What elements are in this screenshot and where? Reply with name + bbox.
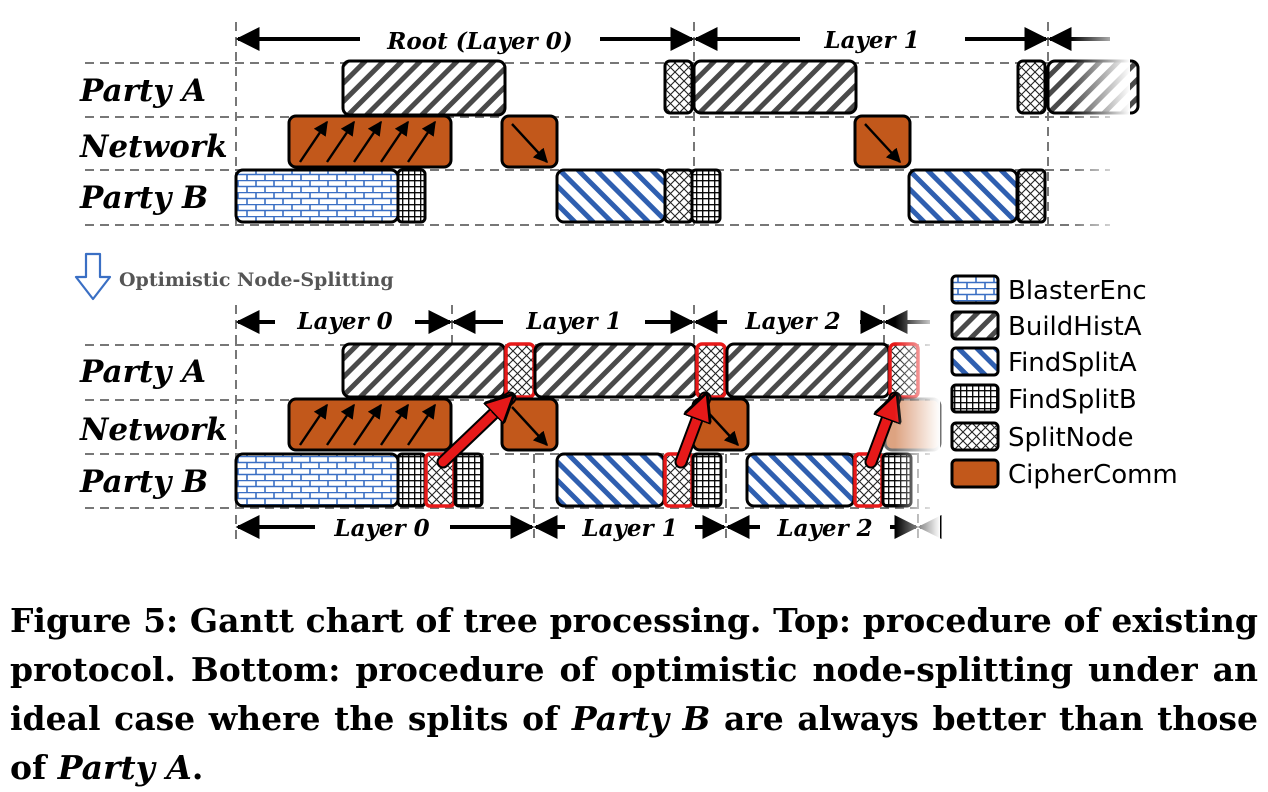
caption-party-b: Party B — [571, 699, 711, 738]
gantt-diagram: Root (Layer 0) Layer 1 Party A Network P… — [74, 15, 1178, 545]
top-ciphercomm-block-0 — [287, 114, 453, 169]
legend-swatch-findsplitb — [950, 383, 1000, 414]
bottom-top-layer-label-2: Layer 2 — [744, 308, 840, 335]
bottom-buildhista-block-1 — [533, 342, 698, 399]
bottom-buildhista-block-0 — [341, 342, 507, 399]
legend-label-ciphercomm: CipherComm — [1008, 460, 1178, 490]
legend-label-findsplitb: FindSplitB — [1008, 385, 1137, 415]
bottom-findsplitb-block-1 — [453, 452, 484, 508]
bottom-lane-label-party-a: Party A — [79, 354, 206, 390]
bottom-lane-label-network: Network — [79, 412, 228, 448]
bottom-buildhista-block-2 — [725, 342, 891, 399]
top-lane-label-party-a: Party A — [79, 73, 206, 109]
top-splitnode-block-b0 — [663, 168, 694, 224]
top-ciphercomm-arrows-0 — [299, 120, 436, 163]
top-findsplita-block-0 — [555, 168, 667, 224]
legend-label-findsplita: FindSplitA — [1008, 348, 1137, 378]
legend-label-splitnode: SplitNode — [1008, 423, 1134, 453]
bottom-blasterenc-block-0 — [234, 452, 400, 508]
top-layer-label-0: Root (Layer 0) — [386, 28, 572, 55]
bottom-splitnode-block-0 — [504, 342, 536, 399]
legend-swatch-blasterenc — [950, 274, 1000, 305]
top-buildhista-block-1 — [692, 59, 858, 115]
legend-swatch-splitnode — [950, 421, 1000, 452]
caption-party-a: Party A — [57, 748, 192, 787]
optimistic-divider: Optimistic Node-Splitting — [74, 252, 394, 301]
legend-label-blasterenc: BlasterEnc — [1008, 276, 1147, 306]
top-splitnode-block-1 — [1016, 59, 1047, 115]
top-lane-label-party-b: Party B — [79, 180, 208, 216]
bottom-findsplitb-block-2 — [691, 452, 723, 508]
bottom-ciphercomm-block-0 — [287, 397, 453, 452]
bottom-bottom-layer-label-0: Layer 0 — [333, 515, 429, 542]
caption-prefix: Figure 5: Gantt chart of tree processing… — [10, 601, 1258, 738]
bottom-findsplita-block-1 — [745, 452, 856, 508]
legend-swatch-findsplita — [950, 346, 1000, 377]
top-splitnode-block-b1 — [1016, 168, 1047, 224]
top-lane-label-network: Network — [79, 129, 228, 165]
bottom-lane-label-party-b: Party B — [79, 464, 208, 500]
legend-swatch-buildhista — [950, 310, 1000, 341]
bottom-bottom-layer-label-1: Layer 1 — [581, 515, 677, 542]
legend: BlasterEnc BuildHistA FindSplitA FindSpl… — [950, 274, 1178, 490]
top-ciphercomm-arrow-2 — [864, 123, 901, 164]
top-layer-label-1: Layer 1 — [823, 27, 919, 54]
bottom-top-layer-label-1: Layer 1 — [525, 308, 621, 335]
caption-suffix: . — [191, 748, 204, 787]
top-blasterenc-block-0 — [234, 168, 400, 224]
legend-label-buildhista: BuildHistA — [1008, 312, 1142, 342]
figure-caption: Figure 5: Gantt chart of tree processing… — [10, 596, 1258, 792]
top-findsplitb-block-1 — [690, 168, 722, 224]
top-ciphercomm-arrow-1 — [511, 123, 548, 164]
optimistic-red-arrows — [436, 398, 895, 469]
down-arrow-icon — [74, 252, 112, 301]
optimistic-label: Optimistic Node-Splitting — [119, 269, 394, 291]
bottom-ciphercomm-arrow-1 — [511, 406, 548, 447]
top-gantt: Root (Layer 0) Layer 1 Party A Network P… — [79, 15, 1140, 230]
bottom-splitnode-block-1 — [695, 342, 727, 399]
top-buildhista-block-0 — [341, 59, 507, 117]
bottom-findsplitb-block-0 — [396, 452, 427, 508]
bottom-findsplita-block-0 — [555, 452, 666, 508]
bottom-gantt: Layer 0 Layer 1 Layer 2 Party A Network … — [79, 300, 942, 545]
bottom-bottom-layer-label-2: Layer 2 — [776, 515, 872, 542]
top-findsplitb-block-0 — [396, 168, 427, 224]
top-right-fade — [1070, 15, 1130, 230]
top-splitnode-block-0 — [663, 59, 694, 115]
legend-swatch-ciphercomm — [950, 458, 1000, 489]
bottom-top-layer-label-0: Layer 0 — [296, 308, 392, 335]
bottom-ciphercomm-arrows-0 — [299, 403, 436, 446]
bottom-right-fade — [895, 300, 940, 545]
top-findsplita-block-1 — [907, 168, 1019, 224]
